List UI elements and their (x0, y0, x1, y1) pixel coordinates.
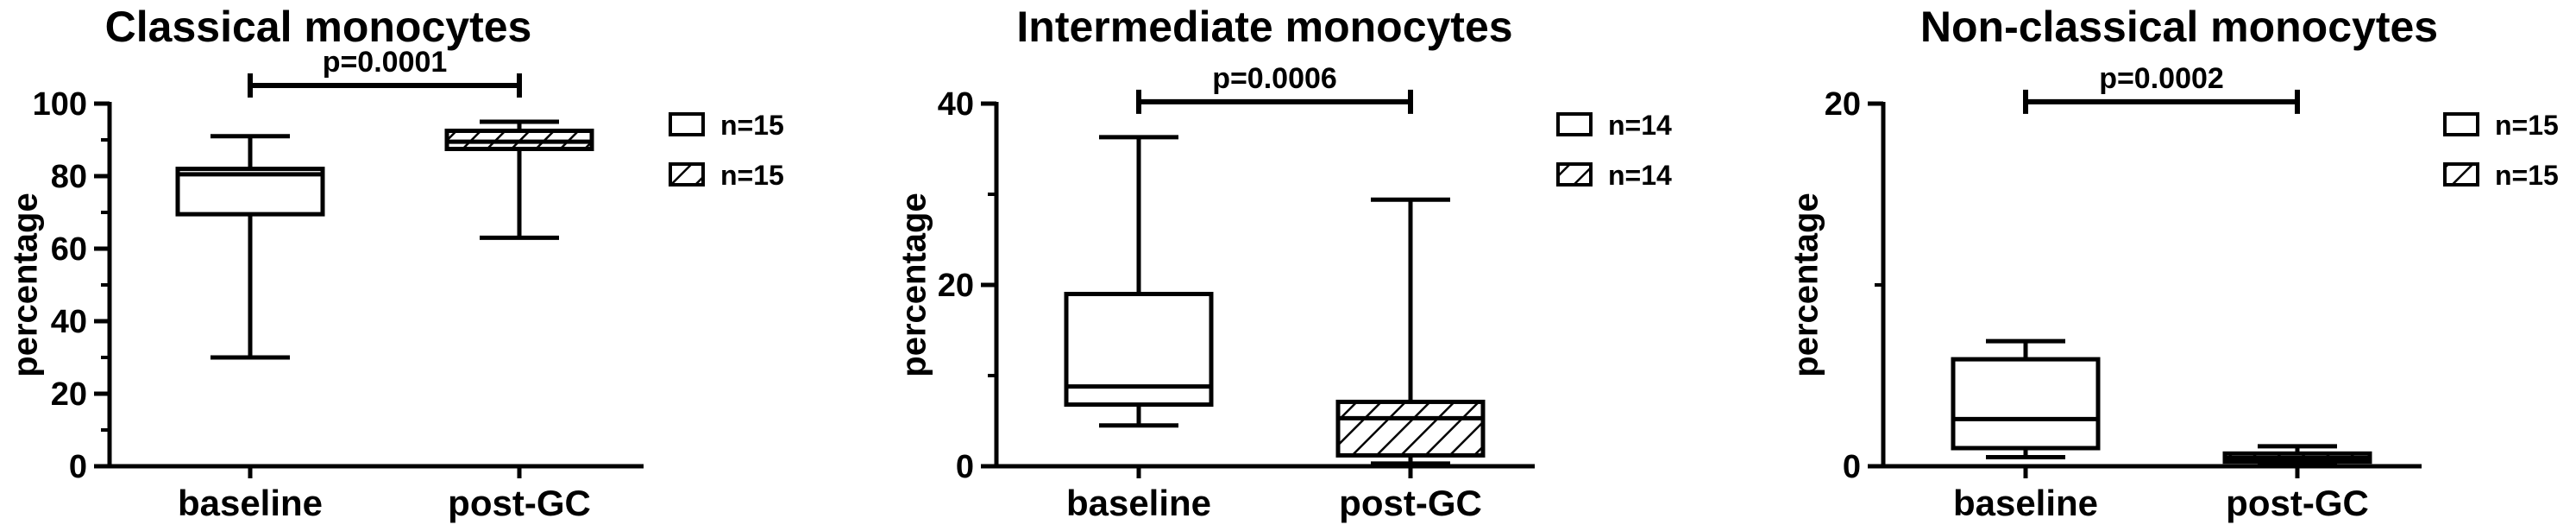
y-tick-label: 20 (938, 268, 974, 304)
x-category-label: baseline (1066, 483, 1211, 523)
y-tick-label: 40 (51, 304, 87, 340)
x-category-label: post-GC (1339, 483, 1482, 523)
significance-bracket: p=0.0002 (2023, 62, 2300, 114)
chart-panel-2: Intermediate monocytes percentage 0 20 40 bas… (895, 3, 1672, 523)
legend-label: n=14 (1608, 160, 1672, 191)
legend-swatch (669, 112, 705, 136)
y-tick-label: 0 (69, 449, 87, 485)
box-post-GC (2222, 444, 2372, 467)
legend-label: n=15 (720, 110, 784, 141)
y-axis-label: percentage (895, 193, 933, 376)
significance-bracket: p=0.0006 (1136, 62, 1413, 114)
iqr-box (1335, 399, 1486, 458)
legend-label: n=15 (2495, 110, 2559, 141)
legend-label: n=14 (1608, 110, 1672, 141)
y-tick-label: 100 (33, 86, 87, 123)
legend-swatch (669, 162, 705, 186)
y-tick-label: 60 (51, 231, 87, 268)
legend-swatch (1556, 162, 1593, 186)
y-tick-label: 0 (956, 449, 974, 485)
legend-swatch (2443, 162, 2479, 186)
box-baseline (1951, 338, 2101, 459)
box-baseline (1064, 135, 1214, 428)
legend-label: n=15 (2495, 160, 2559, 191)
legend: n=14 n=14 (1556, 110, 1672, 191)
y-tick-label: 40 (938, 86, 974, 123)
iqr-box (1951, 357, 2101, 451)
p-value-label: p=0.0006 (1212, 62, 1337, 95)
y-tick-label: 20 (1825, 86, 1861, 123)
chart-panel-1: Classical monocytes percentage 0 20 40 60 80 10… (7, 3, 784, 523)
y-tick-label: 0 (1843, 449, 1861, 485)
p-value-label: p=0.0001 (323, 46, 448, 79)
chart-title: Classical monocytes (105, 3, 532, 51)
legend-swatch (1556, 112, 1593, 136)
x-category-label: post-GC (2226, 483, 2369, 523)
legend-label: n=15 (720, 160, 784, 191)
chart-panel-3: Non-classical monocytes percentage 0 20 base… (1787, 3, 2559, 523)
chart-title: Intermediate monocytes (1016, 3, 1512, 51)
y-axis-label: percentage (1787, 193, 1825, 376)
y-axis-label: percentage (7, 193, 45, 376)
legend-swatch (2443, 112, 2479, 136)
y-tick-label: 20 (51, 376, 87, 413)
significance-bracket: p=0.0001 (248, 46, 522, 98)
chart-title: Non-classical monocytes (1920, 3, 2438, 51)
x-category-label: baseline (1953, 483, 2098, 523)
x-category-label: baseline (178, 483, 323, 523)
p-value-label: p=0.0002 (2099, 62, 2224, 95)
y-tick-label: 80 (51, 159, 87, 195)
box-post-GC (1335, 197, 1486, 466)
legend: n=15 n=15 (669, 110, 784, 191)
box-post-GC (444, 119, 594, 240)
x-category-label: post-GC (448, 483, 591, 523)
legend: n=15 n=15 (2443, 110, 2559, 191)
box-baseline (175, 134, 325, 360)
